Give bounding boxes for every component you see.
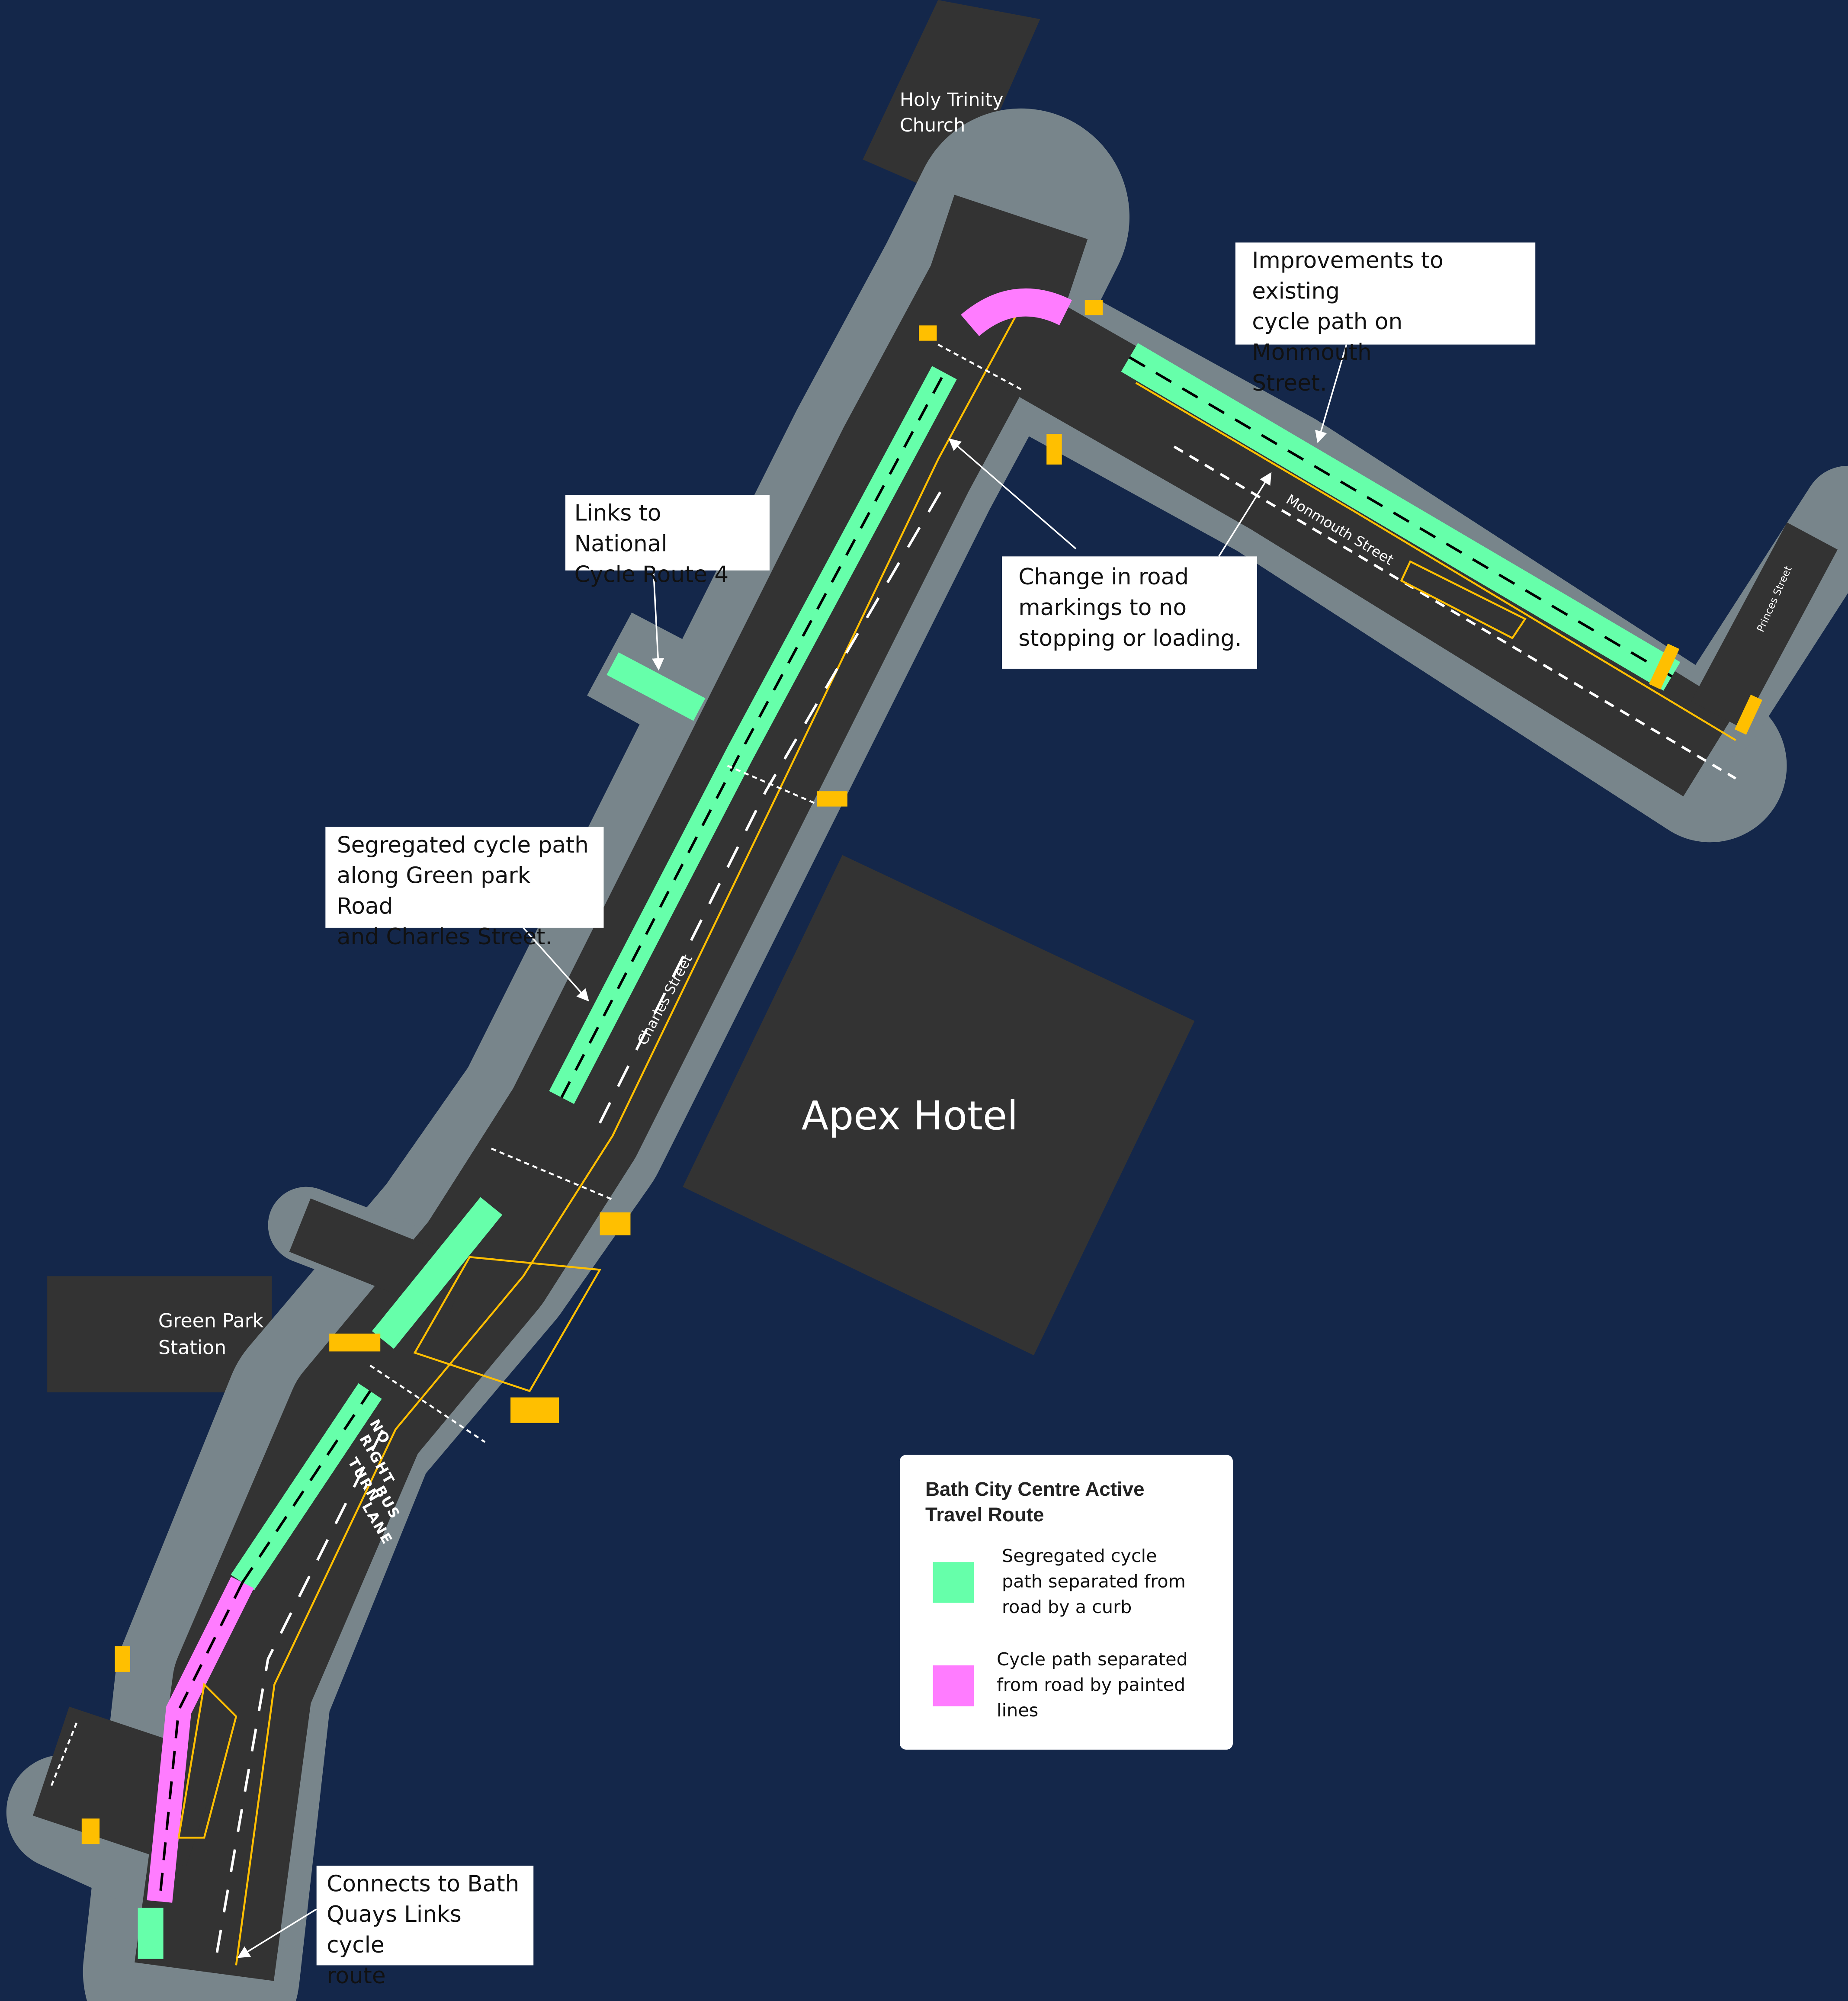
legend: Bath City Centre Active Travel Route Seg… bbox=[899, 1455, 1233, 1750]
callout-segregated-path: Segregated cycle path along Green park R… bbox=[325, 827, 604, 951]
yellow-box-junctions bbox=[177, 560, 1527, 1839]
yellow-lines bbox=[235, 306, 1736, 1966]
callout-line: Street. bbox=[1252, 371, 1327, 397]
yellow-kerb-markers bbox=[81, 300, 1762, 1844]
station-label-line: Station bbox=[158, 1336, 227, 1360]
callout-line: cycle path on Monmouth bbox=[1252, 310, 1403, 366]
church-label: Holy Trinity Church bbox=[900, 88, 1004, 139]
legend-line: Segregated cycle bbox=[1001, 1546, 1157, 1567]
legend-line: from road by painted bbox=[997, 1675, 1186, 1696]
legend-line: Cycle path separated bbox=[997, 1650, 1188, 1671]
callout-line: Quays Links cycle bbox=[327, 1902, 462, 1959]
legend-line: road by a curb bbox=[1001, 1597, 1132, 1618]
callout-line: stopping or loading. bbox=[1018, 626, 1242, 652]
holy-trinity-church-building bbox=[863, 0, 1040, 202]
callout-line: Cycle Route 4 bbox=[574, 563, 729, 589]
church-label-line: Holy Trinity bbox=[899, 90, 1004, 111]
apex-hotel-building bbox=[683, 855, 1195, 1356]
callout-bath-quays: Connects to Bath Quays Links cycle route bbox=[316, 1866, 534, 1990]
legend-line: path separated from bbox=[1001, 1572, 1186, 1593]
callout-monmouth-improvements: Improvements to existing cycle path on M… bbox=[1235, 242, 1536, 397]
callout-line: Improvements to existing bbox=[1252, 249, 1444, 305]
callout-road-markings: Change in road markings to no stopping o… bbox=[1001, 556, 1258, 669]
station-label: Green Park Station bbox=[158, 1308, 264, 1362]
legend-item-segregated: Segregated cycle path separated from roa… bbox=[933, 1544, 1186, 1621]
legend-swatch-green bbox=[933, 1562, 974, 1603]
callout-line: route bbox=[327, 1964, 386, 1990]
road-centre-lines bbox=[215, 446, 1736, 1953]
callout-line: Links to National bbox=[574, 501, 667, 558]
cycle-centre-lines bbox=[158, 356, 1673, 1902]
callout-line: along Green park Road bbox=[337, 864, 531, 920]
callout-leaders bbox=[237, 344, 1348, 1958]
pedestrian-crossings bbox=[50, 343, 1022, 1787]
callout-ncr4: Links to National Cycle Route 4 bbox=[565, 495, 770, 588]
callout-line: Change in road bbox=[1018, 565, 1189, 591]
legend-title-line: Travel Route bbox=[925, 1504, 1044, 1526]
station-label-line: Green Park bbox=[158, 1309, 264, 1333]
callout-line: markings to no bbox=[1018, 596, 1187, 622]
legend-line: lines bbox=[997, 1701, 1039, 1722]
callout-line: Segregated cycle path bbox=[337, 833, 589, 859]
legend-swatch-pink bbox=[933, 1665, 974, 1706]
legend-title-line: Bath City Centre Active bbox=[925, 1479, 1145, 1501]
legend-item-label: Segregated cycle path separated from roa… bbox=[1002, 1544, 1186, 1621]
callout-line: and Charles Street. bbox=[337, 925, 552, 951]
callout-line: Connects to Bath bbox=[327, 1872, 520, 1898]
church-label-line: Church bbox=[899, 116, 966, 137]
legend-item-painted: Cycle path separated from road by painte… bbox=[933, 1648, 1188, 1724]
hotel-label: Apex Hotel bbox=[801, 1093, 1018, 1140]
legend-item-label: Cycle path separated from road by painte… bbox=[997, 1648, 1188, 1724]
legend-title: Bath City Centre Active Travel Route bbox=[925, 1478, 1207, 1529]
